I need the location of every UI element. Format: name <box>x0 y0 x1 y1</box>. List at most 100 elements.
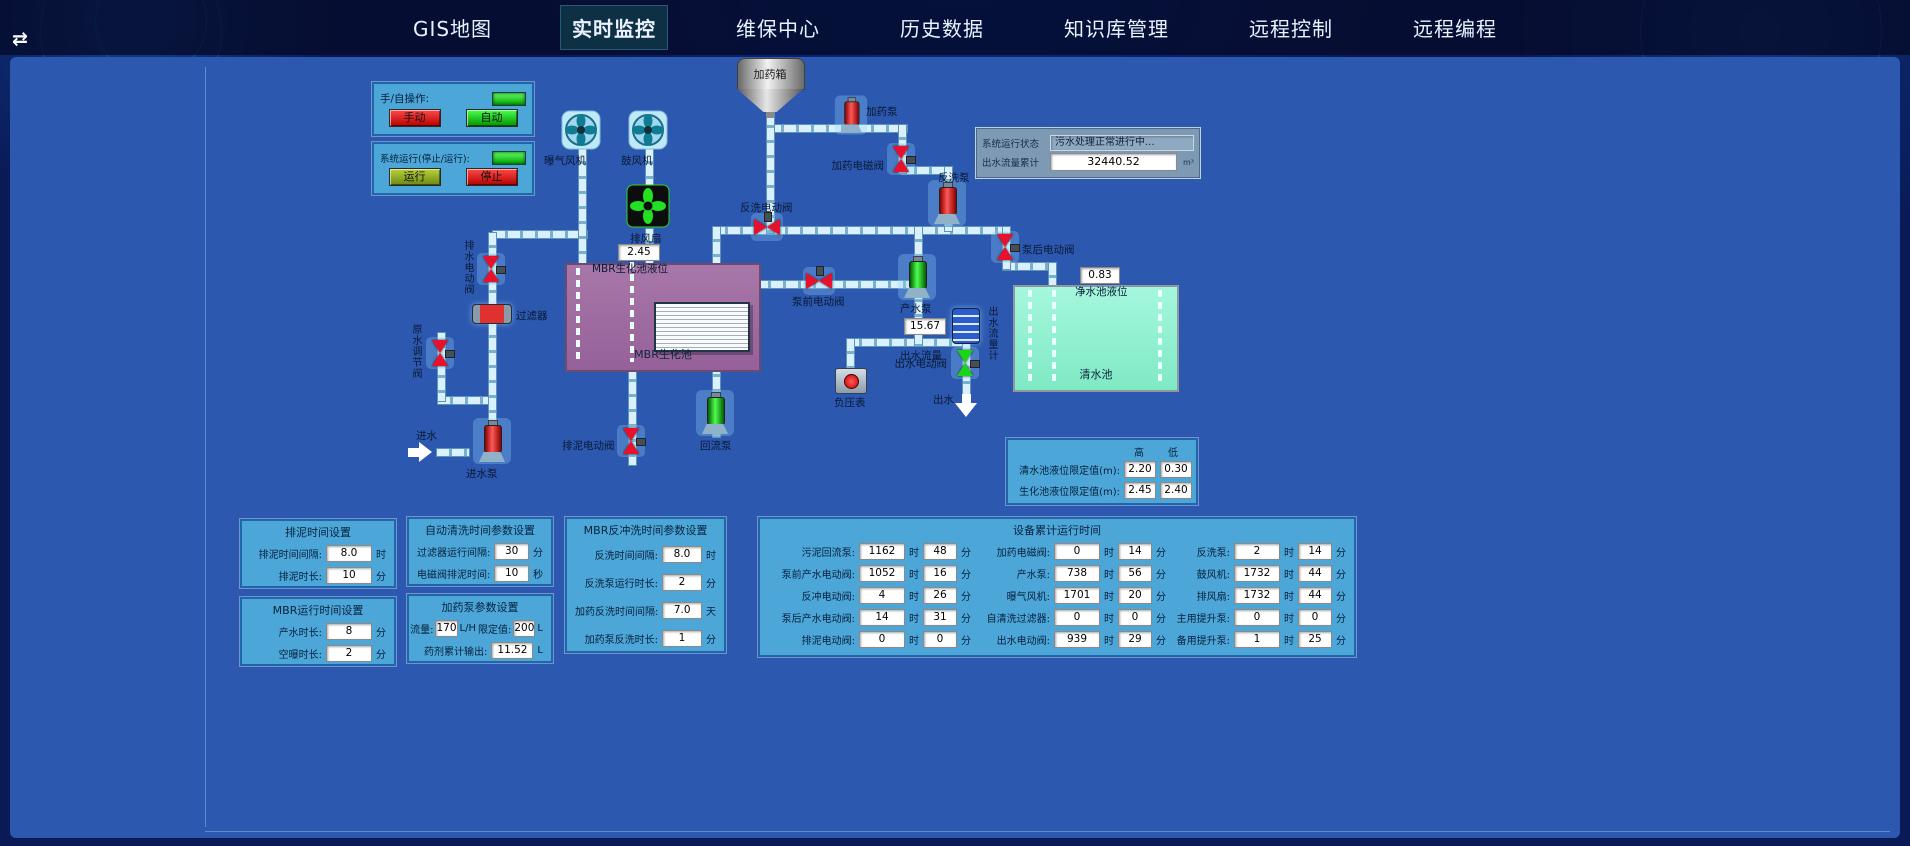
runtime-column: 加药电磁阀: 0 时 14 分 产水泵: 738 时 56 分 <box>971 542 1166 649</box>
level-sensor-line <box>1158 290 1162 382</box>
param-label: 过滤器运行间隔: <box>417 547 491 559</box>
raw-water-valve[interactable] <box>426 337 455 369</box>
auto-button[interactable]: 自动 <box>465 109 518 127</box>
run-state-label: 系统运行状态 <box>982 139 1040 150</box>
param-label: 排泥时间间隔: <box>258 549 322 561</box>
sidebar-toggle-icon[interactable]: ⇄ <box>12 28 28 50</box>
vacuum-gauge[interactable] <box>835 368 867 394</box>
runtime-hours-value: 14 <box>859 609 905 626</box>
tab-history-data[interactable]: 历史数据 <box>900 17 985 41</box>
runtime-item-label: 产水泵: <box>1016 570 1050 581</box>
limit-high-input[interactable]: 2.20 <box>1124 461 1156 478</box>
runtime-hours-value: 939 <box>1054 631 1100 648</box>
runtime-hours-value: 1052 <box>859 565 905 582</box>
filter[interactable] <box>472 304 512 324</box>
pre-pump-valve[interactable] <box>803 266 835 295</box>
exhaust-fan[interactable] <box>626 184 670 232</box>
dosing-pump[interactable] <box>834 95 868 135</box>
post-pump-valve[interactable] <box>991 231 1020 263</box>
minute-unit-label: 分 <box>1336 592 1346 603</box>
param-input[interactable]: 10 <box>326 566 372 584</box>
unit-label: 时 <box>706 550 716 562</box>
outflow-meter-label: 出水流量计 <box>986 306 997 361</box>
blower[interactable] <box>628 110 668 154</box>
tab-knowledge-base[interactable]: 知识库管理 <box>1064 17 1170 41</box>
board-divider <box>205 831 1890 832</box>
runtime-row: 产水泵: 738 时 56 分 <box>971 564 1166 583</box>
param-input[interactable]: 8.0 <box>662 545 702 563</box>
tab-maintenance-center[interactable]: 维保中心 <box>736 17 821 41</box>
panel-title: 自动清洗时间参数设置 <box>425 524 535 537</box>
dosing-solenoid-valve[interactable] <box>887 143 916 175</box>
mbr-level-label: MBR生化池液位 <box>592 263 669 275</box>
system-run-panel: 系统运行(停止/运行): 运行 停止 <box>372 142 534 195</box>
limit-low-input[interactable]: 2.40 <box>1160 482 1192 499</box>
return-pump[interactable] <box>696 390 734 436</box>
tab-gis-map[interactable]: GIS地图 <box>412 17 493 41</box>
stop-button[interactable]: 停止 <box>465 168 518 186</box>
backwash-valve[interactable] <box>751 212 783 241</box>
runtime-minutes-value: 48 <box>923 543 957 560</box>
mbr-tank: MBR生化池 <box>565 263 761 372</box>
param-input[interactable]: 10 <box>494 564 529 582</box>
param-input[interactable]: 8.0 <box>326 544 372 562</box>
runtime-minutes-value: 14 <box>1298 543 1332 560</box>
param-input[interactable]: 1 <box>662 629 702 647</box>
param-input[interactable]: 30 <box>494 542 529 560</box>
runtime-minutes-value: 16 <box>923 565 957 582</box>
minute-unit-label: 分 <box>1336 548 1346 559</box>
outflow-meter[interactable] <box>952 308 980 344</box>
tab-realtime-monitor[interactable]: 实时监控 <box>560 5 669 50</box>
fan-icon <box>561 110 601 150</box>
product-pump[interactable] <box>898 254 936 300</box>
panel-rows: 反洗时间间隔: 8.0 时 反洗泵运行时长: 2 分 加药反洗时间间隔: 7.0… <box>567 540 724 652</box>
param-input[interactable]: 7.0 <box>662 601 702 619</box>
runtime-column: 污泥回流泵: 1162 时 48 分 泵前产水电动阀: 1052 时 16 <box>766 542 971 649</box>
top-nav: GIS地图 实时监控 维保中心 历史数据 知识库管理 远程控制 远程编程 <box>0 0 1910 55</box>
manual-button[interactable]: 手动 <box>388 109 441 127</box>
intake-pump[interactable] <box>473 418 511 464</box>
limit-input[interactable]: 200 <box>513 619 536 637</box>
hour-unit-label: 时 <box>1284 636 1294 647</box>
param-label: 产水时长: <box>278 627 322 639</box>
level-sensor-line <box>576 268 580 362</box>
unit-label: 时 <box>376 549 386 561</box>
runtime-minutes-value: 29 <box>1118 631 1152 648</box>
runtime-item-label: 主用提升泵: <box>1176 614 1230 625</box>
backwash-pump[interactable] <box>928 180 966 226</box>
runtime-minutes-value: 0 <box>1298 609 1332 626</box>
unit-label: 秒 <box>533 569 543 581</box>
runtime-minutes-value: 0 <box>1118 609 1152 626</box>
runtime-row: 主用提升泵: 0 时 0 分 <box>1166 608 1346 627</box>
runtime-row: 泵前产水电动阀: 1052 时 16 分 <box>766 564 971 583</box>
run-button[interactable]: 运行 <box>388 168 441 186</box>
hour-unit-label: 时 <box>1104 570 1114 581</box>
out-valve[interactable] <box>951 347 980 379</box>
aeration-blower[interactable] <box>561 110 601 154</box>
unit-label: 天 <box>706 606 716 618</box>
runtime-row: 曝气风机: 1701 时 20 分 <box>971 586 1166 605</box>
drain-valve[interactable] <box>477 253 506 285</box>
hour-unit-label: 时 <box>909 570 919 581</box>
exhaust-fan-icon <box>626 184 670 228</box>
runtime-row: 污泥回流泵: 1162 时 48 分 <box>766 542 971 561</box>
param-input[interactable]: 2 <box>662 573 702 591</box>
param-input[interactable]: 8 <box>326 622 372 640</box>
blower-label: 鼓风机 <box>621 155 653 167</box>
runtime-hours-value: 0 <box>1054 543 1100 560</box>
flow-input[interactable]: 170 <box>435 619 458 637</box>
limit-low-input[interactable]: 0.30 <box>1160 461 1192 478</box>
runtime-item-label: 污泥回流泵: <box>801 548 855 559</box>
manual-auto-indicator <box>492 91 526 106</box>
clean-water-tank: 清水池 <box>1013 285 1179 392</box>
sludge-valve[interactable] <box>617 425 646 457</box>
tab-remote-programming[interactable]: 远程编程 <box>1413 17 1498 41</box>
tab-remote-control[interactable]: 远程控制 <box>1249 17 1334 41</box>
hour-unit-label: 时 <box>1104 614 1114 625</box>
hour-unit-label: 时 <box>909 636 919 647</box>
limit-high-input[interactable]: 2.45 <box>1124 482 1156 499</box>
limit-high-header: 高 <box>1134 448 1144 459</box>
runtime-item-label: 反冲电动阀: <box>801 592 855 603</box>
runtime-row: 自清洗过滤器: 0 时 0 分 <box>971 608 1166 627</box>
param-input[interactable]: 2 <box>326 644 372 662</box>
